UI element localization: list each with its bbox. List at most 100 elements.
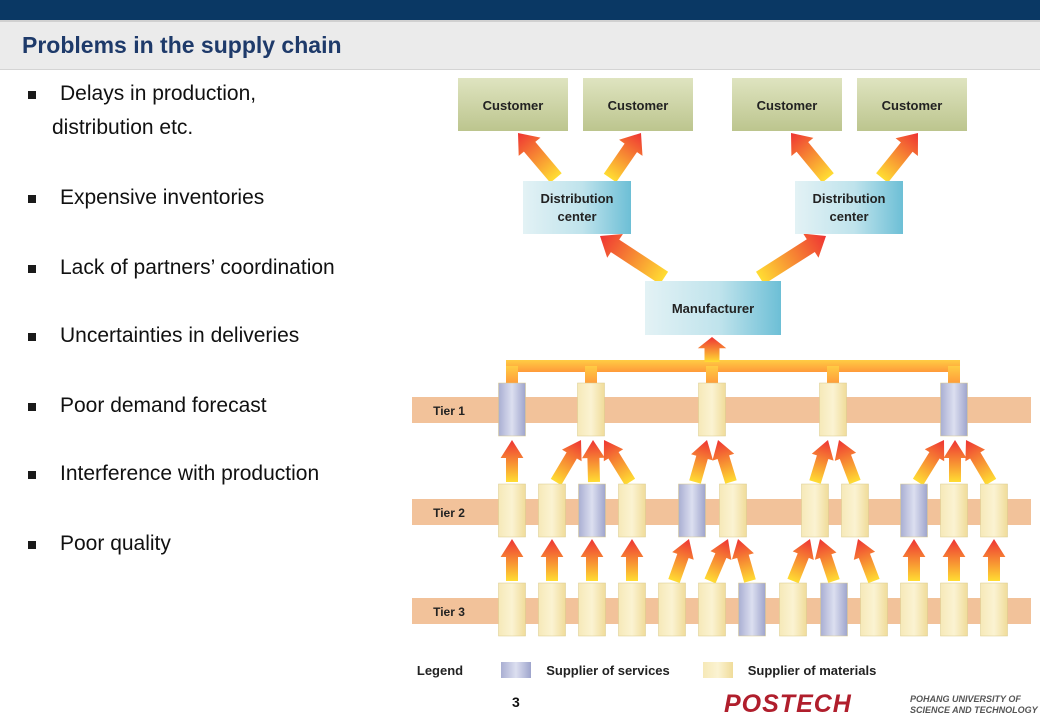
flow-arrow (500, 539, 524, 581)
flow-arrow (791, 133, 834, 183)
flow-arrow (787, 539, 814, 584)
tier2-supplier-box (538, 483, 566, 538)
customer-box (732, 78, 842, 131)
tier2-supplier-box (801, 483, 829, 538)
flow-arrow (756, 233, 826, 285)
bullet-square-icon (28, 195, 36, 203)
flow-arrow (814, 539, 840, 583)
title-bar (0, 20, 1040, 70)
tier2-supplier-box (719, 483, 747, 538)
customer-label: Customer (757, 98, 818, 113)
flow-arrow (518, 133, 562, 183)
customer-box (458, 78, 568, 131)
tier2-supplier-box (900, 483, 928, 538)
tier2-supplier-box (980, 483, 1008, 538)
bullet-square-icon (28, 333, 36, 341)
bullet-text: Poor quality (60, 532, 171, 555)
bullet-square-icon (28, 471, 36, 479)
flow-arrow (912, 440, 945, 486)
tier2-supplier-box (618, 483, 646, 538)
customer-box (583, 78, 693, 131)
flow-arrow (689, 440, 713, 484)
flow-arrow (697, 337, 727, 362)
flow-arrow (540, 539, 564, 581)
tier3-supplier-box (820, 582, 848, 637)
bullet-text: Delays in production, (60, 82, 257, 105)
slide-title: Problems in the supply chain (22, 32, 342, 58)
tier3-supplier-box (940, 582, 968, 637)
top-bar (0, 0, 1040, 20)
flow-arrow (834, 440, 861, 485)
bullet-text: Lack of partners’ coordination (60, 256, 335, 279)
tier-label: Tier 3 (433, 605, 465, 619)
customer-box (857, 78, 967, 131)
logo-subtitle-line1: POHANG UNIVERSITY OF (910, 694, 1021, 704)
tier3-supplier-box (860, 582, 888, 637)
tier1-supplier-box (940, 382, 968, 437)
distribution-center-box (523, 181, 631, 234)
bullet-square-icon (28, 541, 36, 549)
postech-logo: POSTECH POHANG UNIVERSITY OF SCIENCE AND… (724, 690, 1038, 718)
bullet-text: Expensive inventories (60, 186, 265, 209)
tier1-connector-stem (706, 366, 718, 384)
bullet-square-icon (28, 403, 36, 411)
flow-arrow (620, 539, 644, 581)
flow-arrow (704, 539, 732, 584)
flow-arrow (550, 440, 582, 486)
distribution-center-label: center (557, 209, 596, 224)
tier3-supplier-box (498, 582, 526, 637)
flow-arrow (600, 234, 669, 285)
customer-label: Customer (882, 98, 943, 113)
tier1-connector-stem (948, 366, 960, 384)
legend-services-label: Supplier of services (546, 663, 670, 678)
tier1-connector-stem (506, 366, 518, 384)
tier1-connector-stem (585, 366, 597, 384)
flow-arrow (668, 539, 694, 583)
flow-arrow (580, 539, 604, 581)
tier2-supplier-box (678, 483, 706, 538)
distribution-center-label: Distribution (541, 191, 614, 206)
flow-arrow (500, 440, 524, 482)
bullet-text: Uncertainties in deliveries (60, 324, 300, 347)
flow-arrow (603, 440, 636, 486)
tier3-supplier-box (538, 582, 566, 637)
tier1-connector-stem (827, 366, 839, 384)
legend-materials-swatch (703, 662, 733, 678)
page-number: 3 (512, 694, 520, 710)
flow-arrow (943, 440, 967, 482)
tier1-connector-bar (506, 360, 960, 372)
tier1-supplier-box (498, 382, 526, 437)
bullet-text: Poor demand forecast (60, 394, 267, 417)
tier2-supplier-box (940, 483, 968, 538)
distribution-center-label: Distribution (813, 191, 886, 206)
flow-arrow (712, 440, 737, 484)
flow-arrow (942, 539, 966, 581)
tier-label: Tier 2 (433, 506, 465, 520)
flow-arrow (582, 440, 605, 483)
flow-arrow (965, 440, 997, 486)
logo-wordmark: POSTECH (724, 690, 852, 718)
tier3-supplier-box (738, 582, 766, 637)
tier3-supplier-box (698, 582, 726, 637)
tier3-supplier-box (900, 582, 928, 637)
flow-arrow (809, 440, 834, 484)
legend-materials-label: Supplier of materials (748, 663, 877, 678)
manufacturer-box (645, 281, 781, 335)
tier3-supplier-box (618, 582, 646, 637)
tier3-supplier-box (658, 582, 686, 637)
bullet-text-continued: distribution etc. (52, 116, 194, 139)
tier1-supplier-box (698, 382, 726, 437)
bullet-square-icon (28, 265, 36, 273)
flow-arrow (876, 133, 918, 183)
flow-arrow (982, 539, 1006, 581)
tier3-supplier-box (779, 582, 807, 637)
flow-arrow (603, 133, 643, 183)
tier3-supplier-box (578, 582, 606, 637)
flow-arrow (902, 539, 926, 581)
tier1-supplier-box (819, 382, 847, 437)
flow-arrow (732, 539, 756, 583)
tier2-supplier-box (498, 483, 526, 538)
flow-arrow (853, 539, 880, 584)
bullet-text: Interference with production (60, 462, 320, 485)
